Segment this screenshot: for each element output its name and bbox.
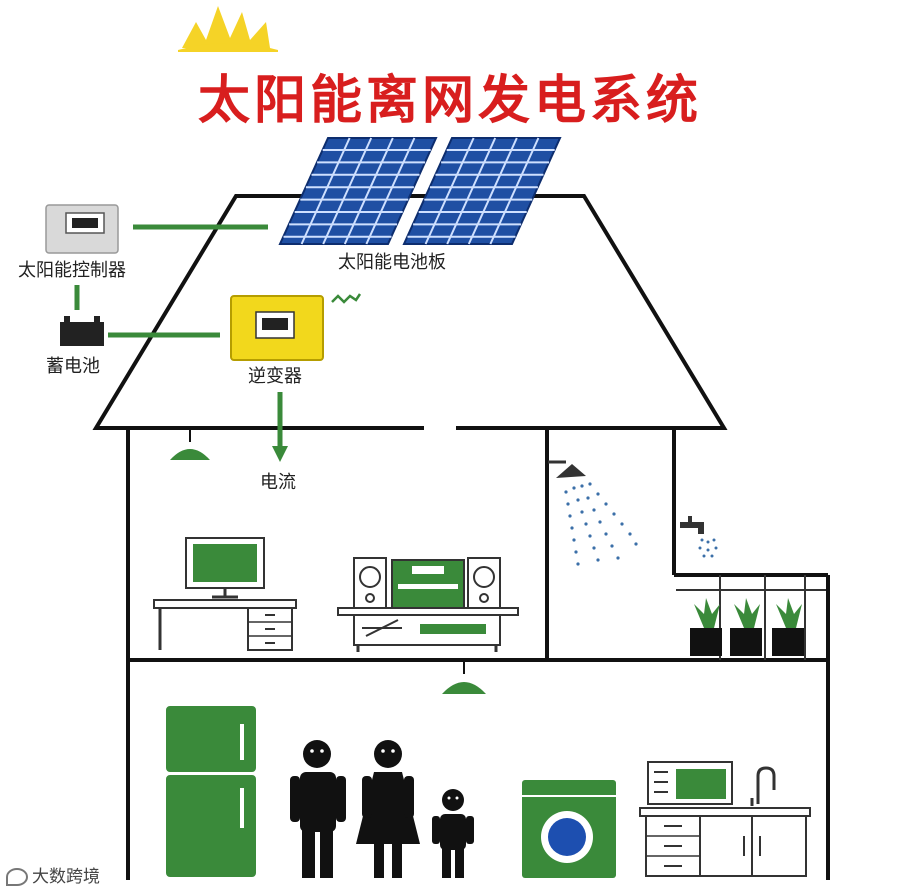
balcony-railing	[676, 575, 826, 660]
diagram-title: 太阳能离网发电系统	[197, 71, 702, 131]
battery-label: 蓄电池	[46, 356, 100, 377]
solar-panel-left	[278, 137, 438, 245]
kitchen-faucet-icon	[750, 766, 776, 806]
inverter-icon	[230, 295, 324, 361]
faucet-icon	[680, 516, 718, 558]
watermark: 大数跨境	[6, 862, 100, 887]
microwave-icon	[647, 761, 733, 805]
plant-pot-icon	[730, 598, 762, 656]
sun-icon	[178, 6, 278, 52]
ceiling-lamp-lower-icon	[442, 662, 486, 694]
battery-icon	[60, 316, 104, 346]
inverter-label: 逆变器	[248, 366, 302, 387]
solar-controller-icon	[45, 204, 119, 254]
shower-icon	[548, 460, 638, 566]
current-arrow-icon	[272, 446, 288, 462]
current-label: 电流	[260, 472, 296, 493]
watermark-text: 大数跨境	[32, 867, 100, 887]
stereo-system-icon	[337, 557, 519, 652]
family-faces	[310, 749, 459, 800]
family-icon	[290, 740, 474, 878]
kitchen-cabinet-icon	[639, 807, 811, 877]
washing-machine-icon	[522, 780, 616, 878]
ceiling-lamp-upper-icon	[170, 430, 210, 460]
ac-wave-icon	[331, 293, 362, 304]
refrigerator-icon	[166, 706, 256, 877]
solar-panel-label: 太阳能电池板	[338, 252, 446, 273]
computer-desk-icon	[153, 537, 297, 651]
controller-label: 太阳能控制器	[18, 260, 126, 281]
house-walls	[126, 428, 830, 880]
wiring	[74, 224, 283, 448]
solar-panel-right	[402, 137, 562, 245]
watermark-logo-icon	[6, 868, 28, 886]
plant-pot-icon	[690, 598, 722, 656]
plant-pot-icon	[772, 598, 804, 656]
